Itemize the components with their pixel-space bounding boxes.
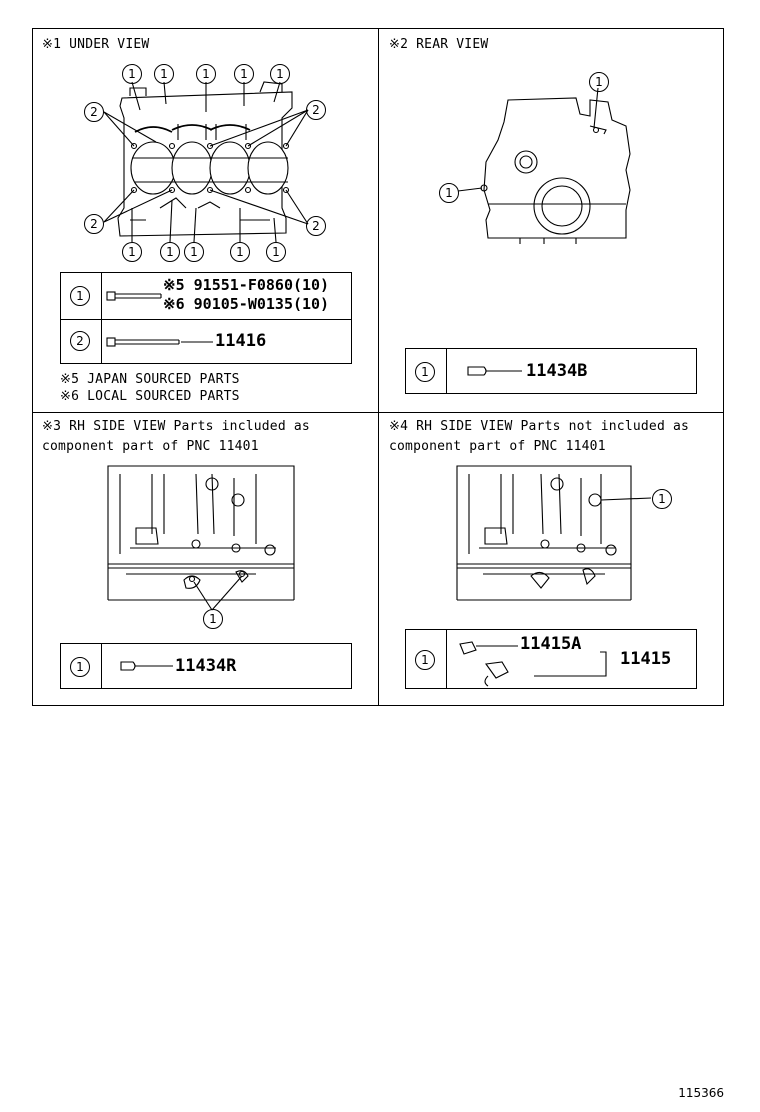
callout-2: 2 [84, 102, 104, 122]
plug-icon [467, 366, 522, 376]
callout-1: 1 [439, 183, 459, 203]
under-view-drawing [103, 81, 309, 243]
panel-divider-horizontal [32, 412, 724, 413]
rear-view-drawing [457, 87, 631, 244]
stud-and-union-icon [459, 641, 607, 687]
callout-2: 2 [306, 100, 326, 120]
plug-icon [120, 661, 173, 671]
rh-not-included-title-line2: component part of PNC 11401 [389, 439, 606, 454]
callout-1: 1 [589, 72, 609, 92]
callout-2: 2 [306, 216, 326, 236]
row-callout-2: 2 [70, 331, 90, 351]
part-number-11415: 11415 [620, 649, 672, 669]
row-callout-1: 1 [70, 286, 90, 306]
rh-not-included-parts-table: 1 11415A 11415 [405, 629, 697, 689]
part-number-local: ※6 90105-W0135(10) [163, 295, 330, 313]
callout-1: 1 [184, 242, 204, 262]
under-view-title: ※1 UNDER VIEW [42, 37, 150, 52]
part-number-japan: ※5 91551-F0860(10) [163, 276, 330, 294]
part-number-11415a: 11415A [520, 634, 582, 654]
illustration-code: 115366 [678, 1086, 724, 1100]
callout-1: 1 [266, 242, 286, 262]
long-bolt-icon [106, 337, 213, 347]
row-callout-1: 1 [415, 650, 435, 670]
note-japan-sourced: ※5 JAPAN SOURCED PARTS [60, 372, 240, 387]
row-callout-1: 1 [415, 362, 435, 382]
callout-1: 1 [652, 489, 672, 509]
rh-included-parts-table: 1 11434R [60, 643, 352, 689]
callout-2: 2 [84, 214, 104, 234]
part-number-11434b: 11434B [526, 361, 588, 381]
rh-not-included-title-line1: ※4 RH SIDE VIEW Parts not included as [389, 419, 690, 434]
under-view-parts-table: 1 ※5 91551-F0860(10) ※6 90105-W0135(10) … [60, 272, 352, 364]
callout-1: 1 [154, 64, 174, 84]
rear-view-parts-table: 1 11434B [405, 348, 697, 394]
callout-1: 1 [122, 64, 142, 84]
callout-1: 1 [234, 64, 254, 84]
part-number-11416: 11416 [215, 331, 267, 351]
rh-included-drawing [107, 465, 295, 611]
rh-included-title-line1: ※3 RH SIDE VIEW Parts included as [42, 419, 310, 434]
bolt-icon [106, 291, 162, 301]
callout-1: 1 [230, 242, 250, 262]
note-local-sourced: ※6 LOCAL SOURCED PARTS [60, 389, 240, 404]
callout-1: 1 [160, 242, 180, 262]
panel-divider-vertical [378, 28, 379, 706]
part-number-11434r: 11434R [175, 656, 237, 676]
callout-1: 1 [196, 64, 216, 84]
parts-row-2: 2 11416 [61, 319, 351, 364]
callout-1: 1 [203, 609, 223, 629]
callout-1: 1 [270, 64, 290, 84]
rh-not-included-drawing [456, 465, 652, 601]
rear-view-title: ※2 REAR VIEW [389, 37, 489, 52]
row-callout-1: 1 [70, 657, 90, 677]
callout-1: 1 [122, 242, 142, 262]
parts-row-1: 1 ※5 91551-F0860(10) ※6 90105-W0135(10) [61, 273, 351, 320]
rh-included-title-line2: component part of PNC 11401 [42, 439, 259, 454]
